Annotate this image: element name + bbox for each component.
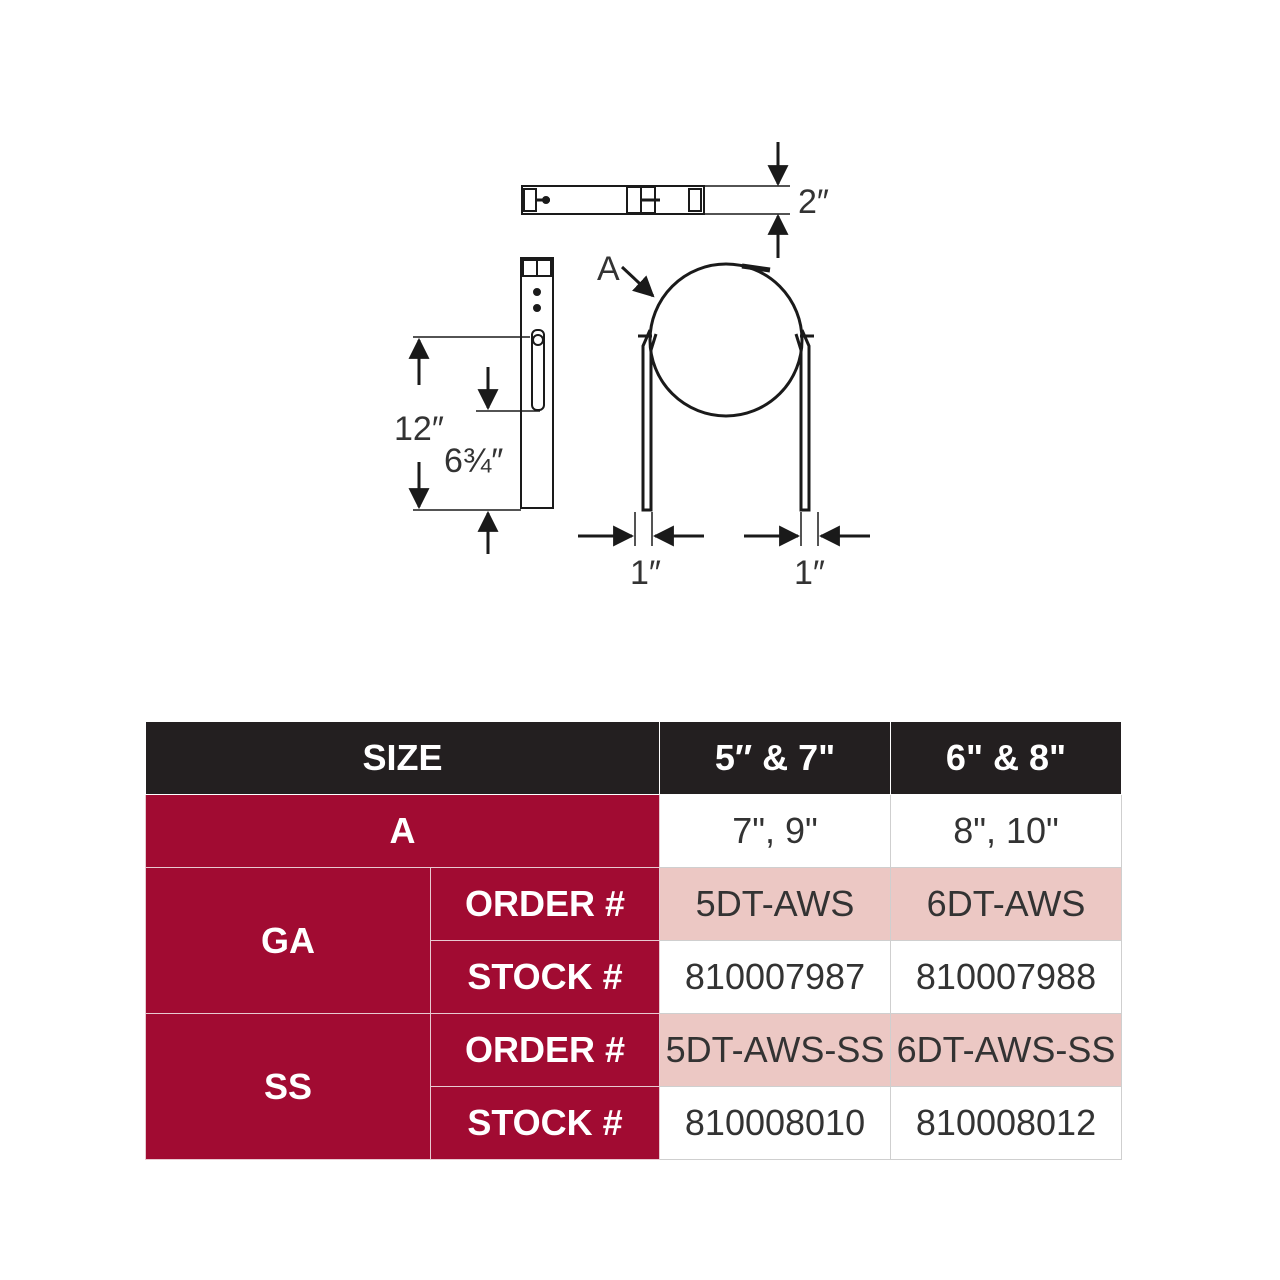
ss-order-label: ORDER # <box>429 1013 661 1087</box>
ga-order-col1: 5DT-AWS <box>659 867 892 941</box>
dimension-1in-right <box>744 512 870 547</box>
ga-order-col2: 6DT-AWS <box>890 867 1123 941</box>
label-6-3-4in: 6¾″ <box>444 442 503 480</box>
dimension-6-3-4in <box>476 367 540 554</box>
row-a-col2: 8", 10" <box>890 794 1123 868</box>
ss-stock-col2: 810008012 <box>890 1086 1123 1160</box>
ss-order-col1: 5DT-AWS-SS <box>659 1013 892 1087</box>
side-view-bracket <box>520 257 554 509</box>
table-row-ss-order: SS ORDER # 5DT-AWS-SS 6DT-AWS-SS <box>145 1013 1123 1160</box>
ga-label: GA <box>145 867 431 1014</box>
ga-stock-col1: 810007987 <box>659 940 892 1014</box>
ss-order-col2: 6DT-AWS-SS <box>890 1013 1123 1087</box>
a-pointer-arrow <box>620 265 655 298</box>
ga-stock-col2: 810007988 <box>890 940 1123 1014</box>
header-size: SIZE <box>144 721 661 795</box>
label-12in: 12″ <box>394 410 444 448</box>
dimension-1in-left <box>578 512 704 547</box>
ss-stock-label: STOCK # <box>429 1086 661 1160</box>
table-row-ss-stock: STOCK # 810008010 810008012 <box>146 1086 1123 1160</box>
table-row-ga-stock: STOCK # 810007987 810007988 <box>146 940 1123 1014</box>
label-2in: 2″ <box>798 183 829 221</box>
spec-table: SIZE 5″ & 7" 6" & 8" A 7", 9" 8", 10" GA… <box>144 721 1123 1160</box>
ss-stock-col1: 810008010 <box>659 1086 892 1160</box>
dimension-2in <box>704 142 790 258</box>
front-view-clamp <box>638 262 814 512</box>
label-a: A <box>597 250 620 288</box>
header-col1: 5″ & 7" <box>659 721 892 795</box>
table-row-a: A 7", 9" 8", 10" <box>144 794 1123 868</box>
table-row-ga-order: GA ORDER # 5DT-AWS 6DT-AWS <box>145 867 1123 1014</box>
top-view-band <box>521 185 705 215</box>
row-a-col1: 7", 9" <box>659 794 892 868</box>
dimension-12in <box>408 336 530 511</box>
ss-label: SS <box>145 1013 431 1160</box>
label-1in-left: 1″ <box>630 554 661 592</box>
row-a-label: A <box>144 794 661 868</box>
wall-support-drawing: 2″ 12″ 6¾″ A <box>394 142 870 592</box>
header-col2: 6" & 8" <box>890 721 1123 795</box>
ga-order-label: ORDER # <box>429 867 661 941</box>
table-row-header: SIZE 5″ & 7" 6" & 8" <box>144 721 1123 795</box>
label-1in-right: 1″ <box>794 554 825 592</box>
ga-stock-label: STOCK # <box>429 940 661 1014</box>
